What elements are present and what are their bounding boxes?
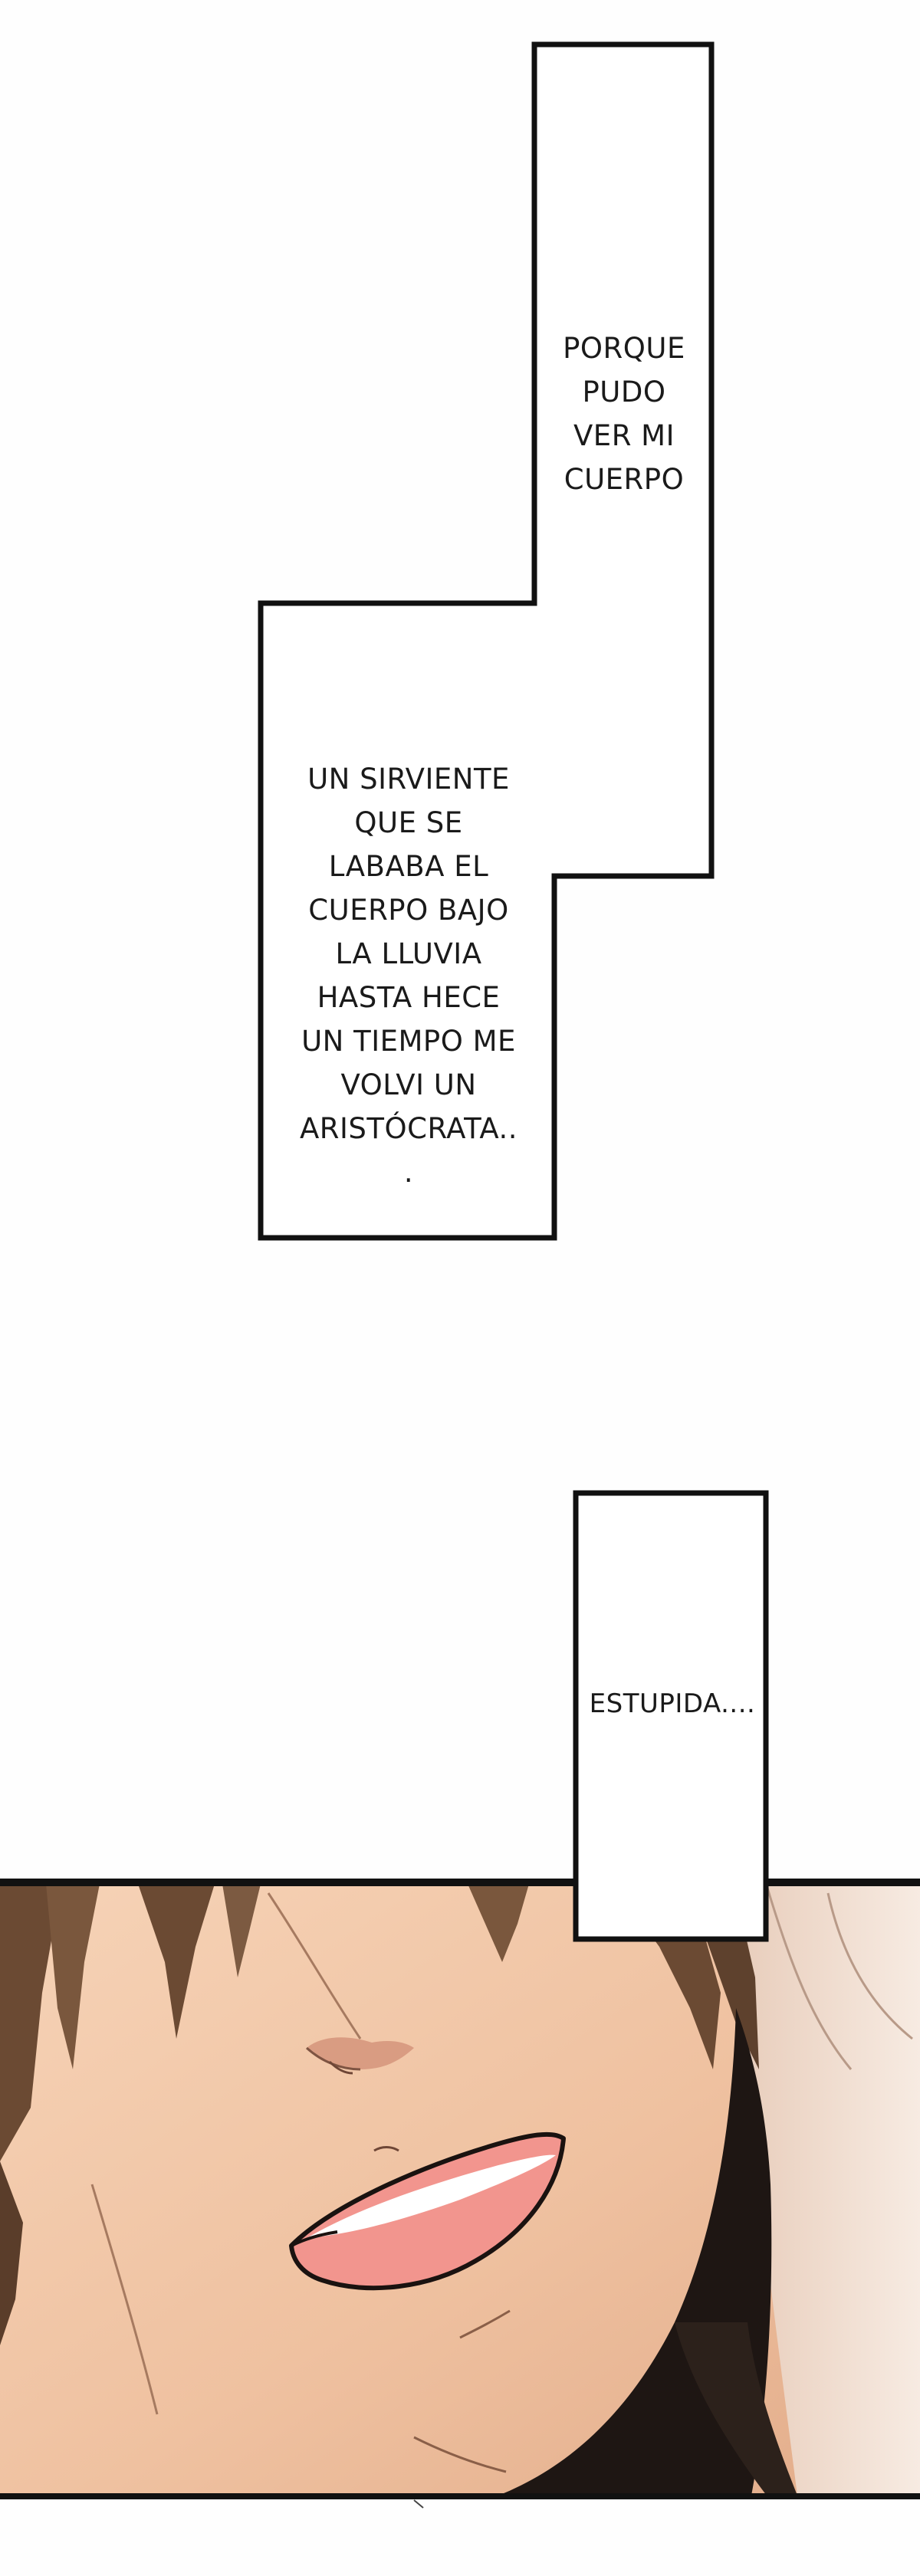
narration-box-stepped <box>258 41 715 1241</box>
face-artwork <box>0 1884 920 2496</box>
narration-caption-1: PORQUE PUDO VER MI CUERPO <box>563 332 685 496</box>
narration-box-small <box>573 1490 769 1942</box>
page-mark <box>413 2499 424 2509</box>
narration-caption-2: UN SIRVIENTE QUE SE LABABA EL CUERPO BAJ… <box>299 763 518 1189</box>
narration-caption-3: ESTUPIDA.... <box>589 1688 756 1719</box>
